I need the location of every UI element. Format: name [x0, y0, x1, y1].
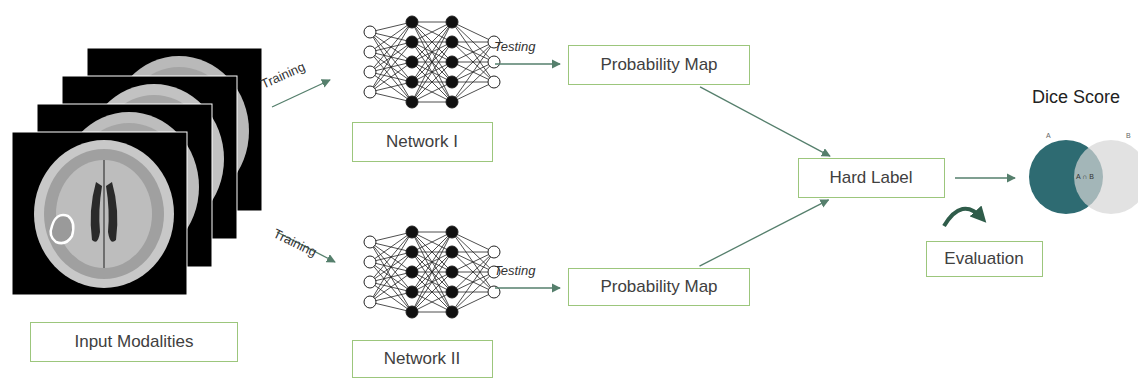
network-neuron [446, 246, 458, 258]
node-label: Evaluation [944, 249, 1023, 269]
node-label: Network I [386, 132, 458, 152]
network-neuron [364, 26, 376, 38]
network-link [452, 232, 494, 252]
network-link [412, 42, 452, 102]
network-box: Network I [352, 122, 493, 162]
network-link [370, 252, 412, 302]
input-box: Input Modalities [30, 322, 238, 362]
network-neuron [446, 226, 458, 238]
network-link [412, 232, 452, 292]
curved-arrow [944, 209, 982, 226]
network-neuron [364, 276, 376, 288]
network-neuron [446, 56, 458, 68]
network-link [370, 262, 412, 312]
network-link [452, 252, 494, 272]
network-neuron [364, 256, 376, 268]
network-link [412, 42, 452, 102]
network-link [412, 22, 452, 82]
network-neuron [364, 86, 376, 98]
network-link [412, 252, 452, 312]
arrow-label: Testing [494, 264, 535, 278]
evaluation-box: Evaluation [926, 241, 1043, 277]
set-label: A [1046, 132, 1051, 140]
network-icons [364, 16, 500, 318]
network-link [452, 82, 494, 102]
output-box: Probability Map [568, 45, 750, 85]
network-link [412, 82, 452, 102]
arrow-label: Training [271, 227, 319, 260]
network-link [370, 42, 412, 92]
network-link [412, 22, 452, 42]
node-label: Probability Map [600, 277, 717, 297]
network-neuron [406, 246, 418, 258]
network-neuron [446, 266, 458, 278]
network-link [370, 282, 412, 312]
network-neuron [406, 56, 418, 68]
network-link [452, 42, 494, 62]
node-label: Hard Label [829, 168, 912, 188]
network-neuron [364, 236, 376, 248]
network-link [370, 72, 412, 102]
network-neuron [406, 36, 418, 48]
network-link [412, 22, 452, 82]
label-box: Hard Label [798, 158, 945, 198]
network-link [370, 52, 412, 102]
network-link [412, 232, 452, 292]
network-link [452, 252, 494, 312]
network-link [452, 22, 494, 82]
network-neuron [446, 306, 458, 318]
network-link [370, 272, 412, 302]
layout-arrows [272, 64, 1015, 288]
network-link [370, 22, 412, 72]
network-box: Network II [352, 340, 493, 378]
node-label: Probability Map [600, 55, 717, 75]
venn-title: Dice Score [1032, 88, 1120, 108]
network-link [370, 232, 412, 282]
node-label: Input Modalities [74, 332, 193, 352]
venn-diagram [1029, 140, 1138, 214]
output-box: Probability Map [568, 268, 750, 306]
network-neuron [364, 296, 376, 308]
network-neuron [446, 16, 458, 28]
network-link [452, 232, 494, 292]
network-link [412, 232, 452, 252]
network-link [412, 252, 452, 312]
arrow-label: Training [259, 60, 307, 92]
network-neuron [488, 56, 500, 68]
network-neuron [406, 306, 418, 318]
network-neuron [406, 96, 418, 108]
network-neuron [406, 286, 418, 298]
network-link [452, 42, 494, 102]
network-neuron [488, 246, 500, 258]
network-neuron [406, 226, 418, 238]
network-link [412, 232, 452, 252]
network-neuron [406, 266, 418, 278]
node-label: Network II [384, 349, 461, 369]
network-link [412, 22, 452, 42]
network-neuron [406, 76, 418, 88]
network-link [452, 22, 494, 42]
arrow-label: Testing [494, 40, 535, 54]
brain-stack [12, 48, 262, 295]
flow-arrow [700, 200, 829, 266]
intersection-label: A ∩ B [1076, 173, 1094, 181]
network-neuron [446, 286, 458, 298]
network-neuron [364, 46, 376, 58]
network-link [452, 42, 494, 62]
network-link [412, 292, 452, 312]
network-link [370, 62, 412, 92]
set-label: B [1126, 132, 1131, 140]
network-neuron [488, 76, 500, 88]
network-link [412, 292, 452, 312]
network-link [452, 292, 494, 312]
network-neuron [446, 76, 458, 88]
flow-arrow [700, 87, 830, 156]
network-neuron [446, 36, 458, 48]
network-neuron [406, 16, 418, 28]
network-link [412, 82, 452, 102]
network-neuron [446, 96, 458, 108]
network-link [452, 252, 494, 272]
network-neuron [364, 66, 376, 78]
